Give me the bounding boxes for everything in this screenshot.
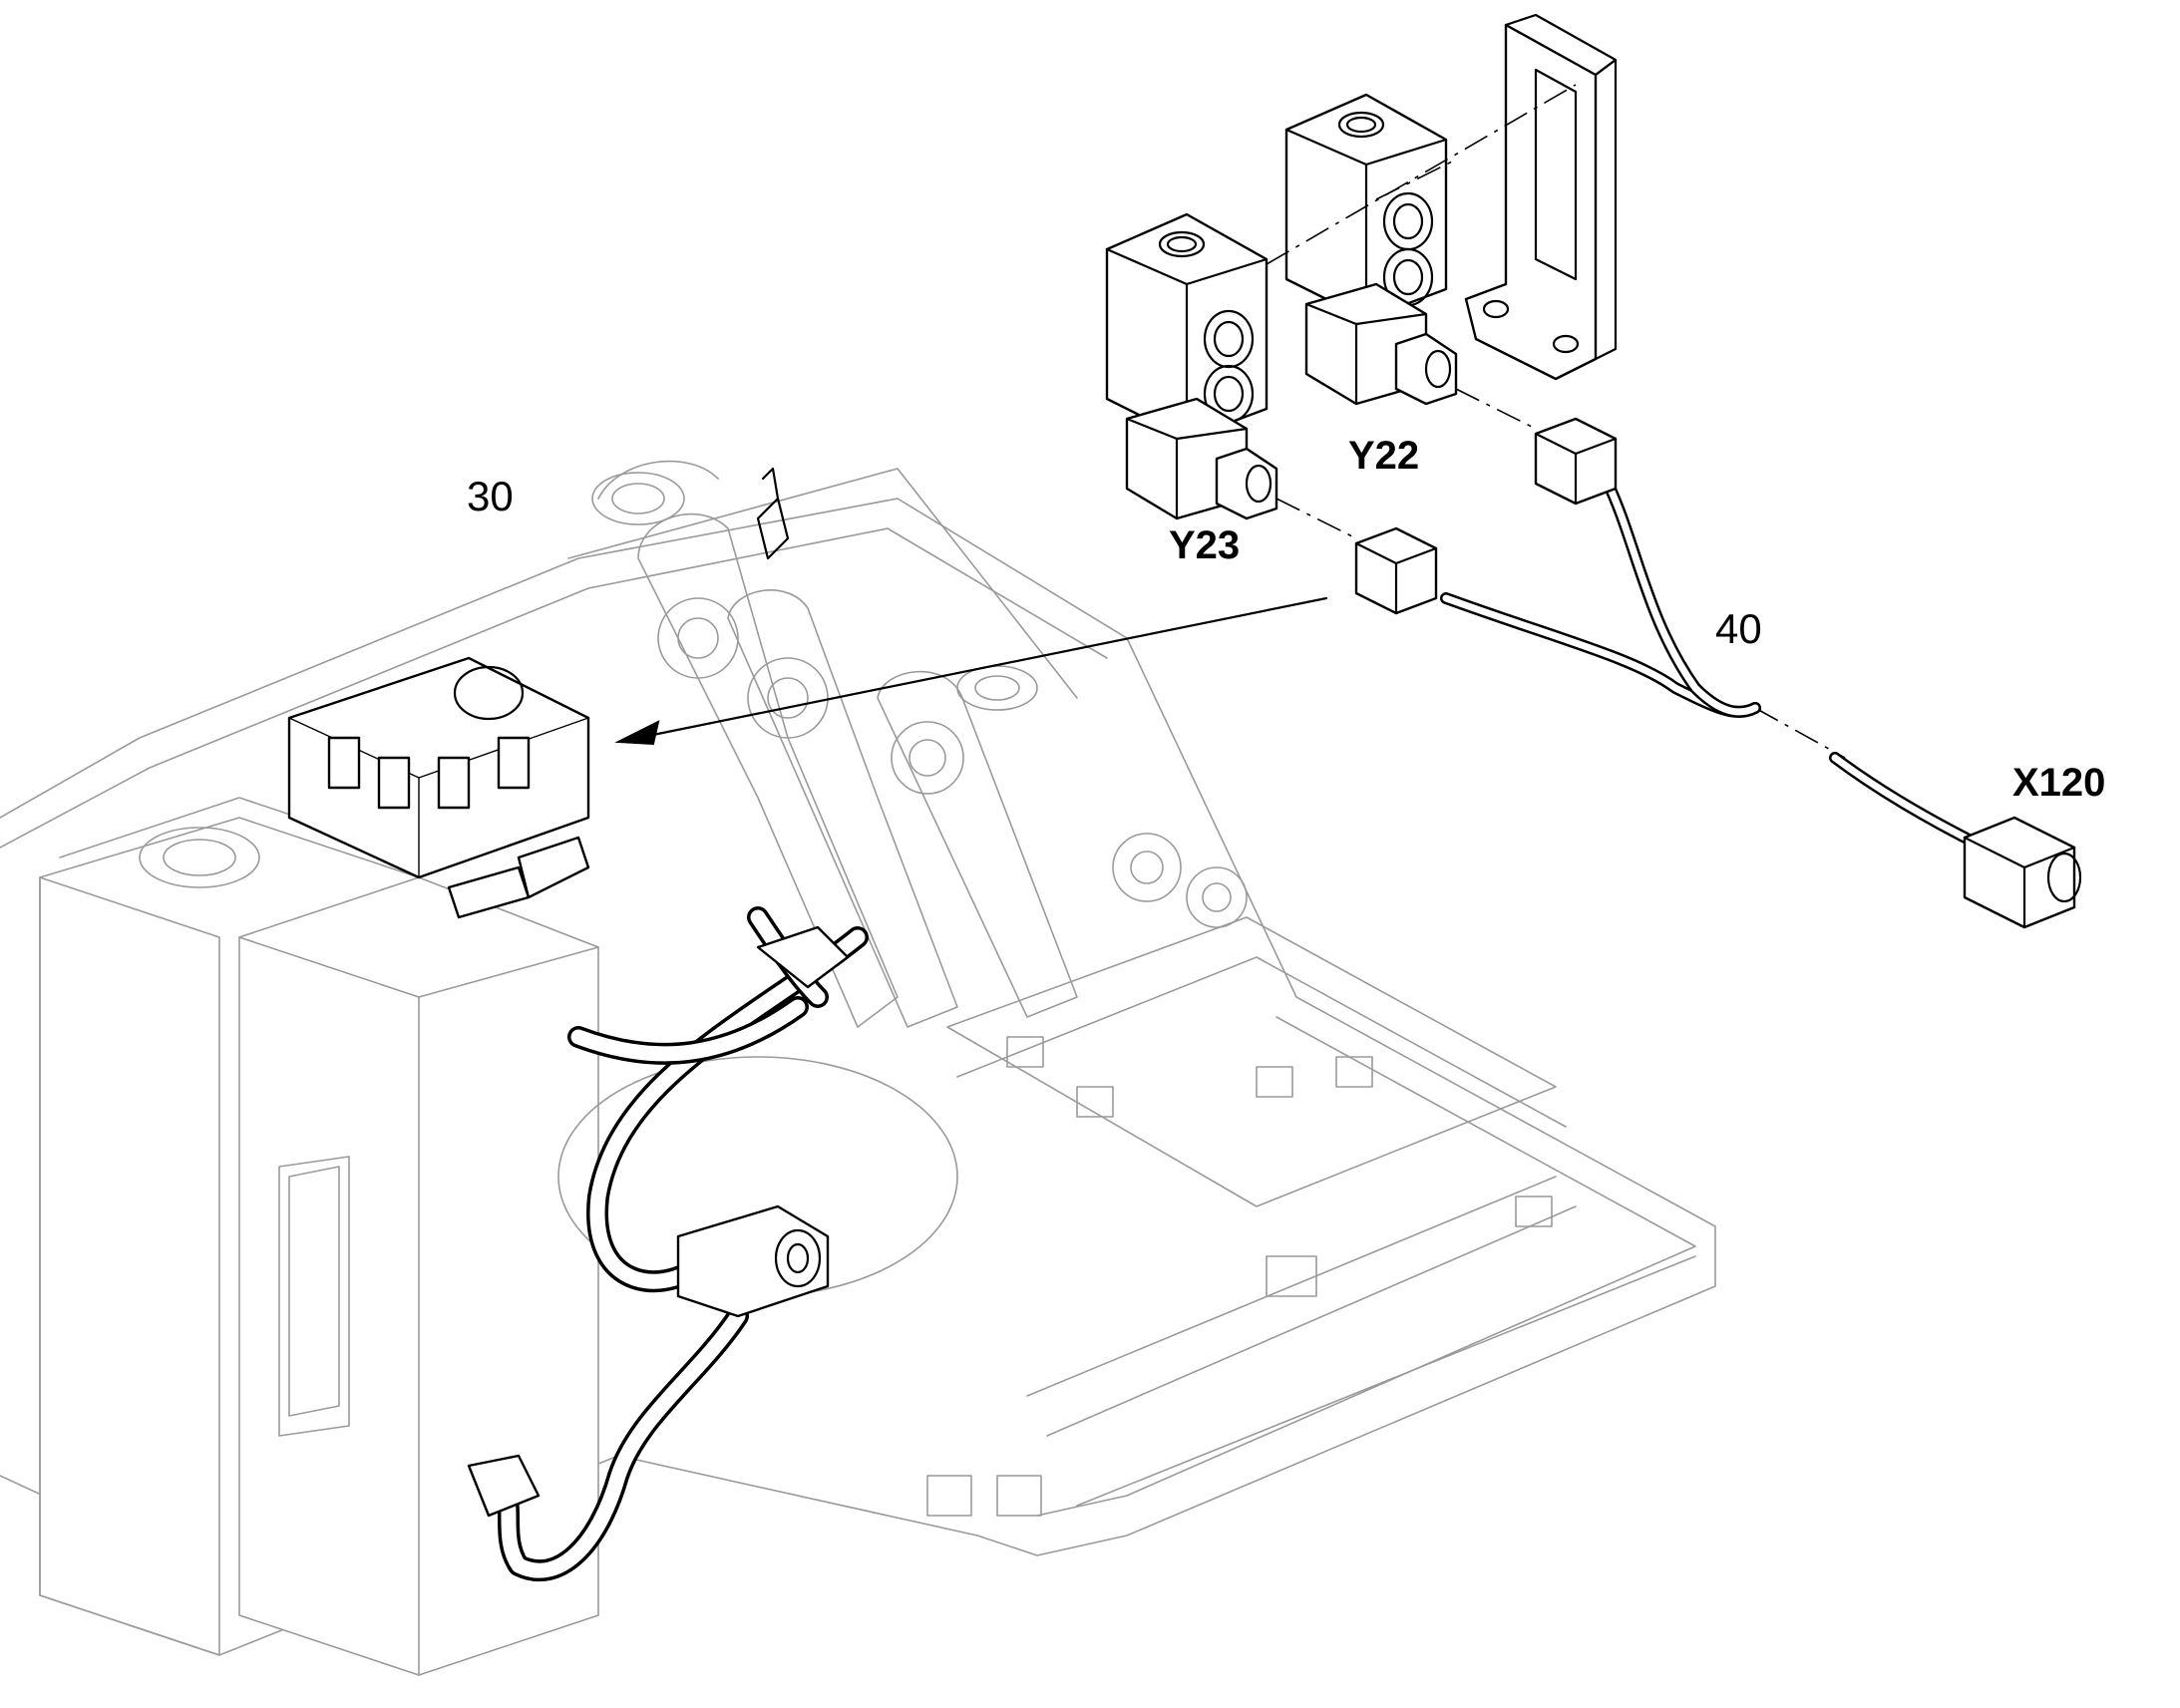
label-x120: X120 xyxy=(2012,761,2105,805)
control-valve-block xyxy=(287,467,790,919)
solenoid-valve-y22 xyxy=(1284,93,1458,406)
label-y22: Y22 xyxy=(1348,434,1419,478)
machine-frame-ghost xyxy=(0,460,1716,1676)
solenoid-valve-y23 xyxy=(1105,212,1278,520)
callout-30: 30 xyxy=(467,473,514,519)
connector-x120 xyxy=(1963,816,2082,929)
callout-40: 40 xyxy=(1715,605,1762,652)
hydraulic-pump xyxy=(467,925,850,1518)
mounting-bracket xyxy=(1464,13,1618,381)
label-y23: Y23 xyxy=(1169,523,1240,567)
wiring-harness-40 xyxy=(1354,417,1991,854)
alignment-lines xyxy=(1266,84,1846,759)
leader-arrow xyxy=(614,596,1328,746)
